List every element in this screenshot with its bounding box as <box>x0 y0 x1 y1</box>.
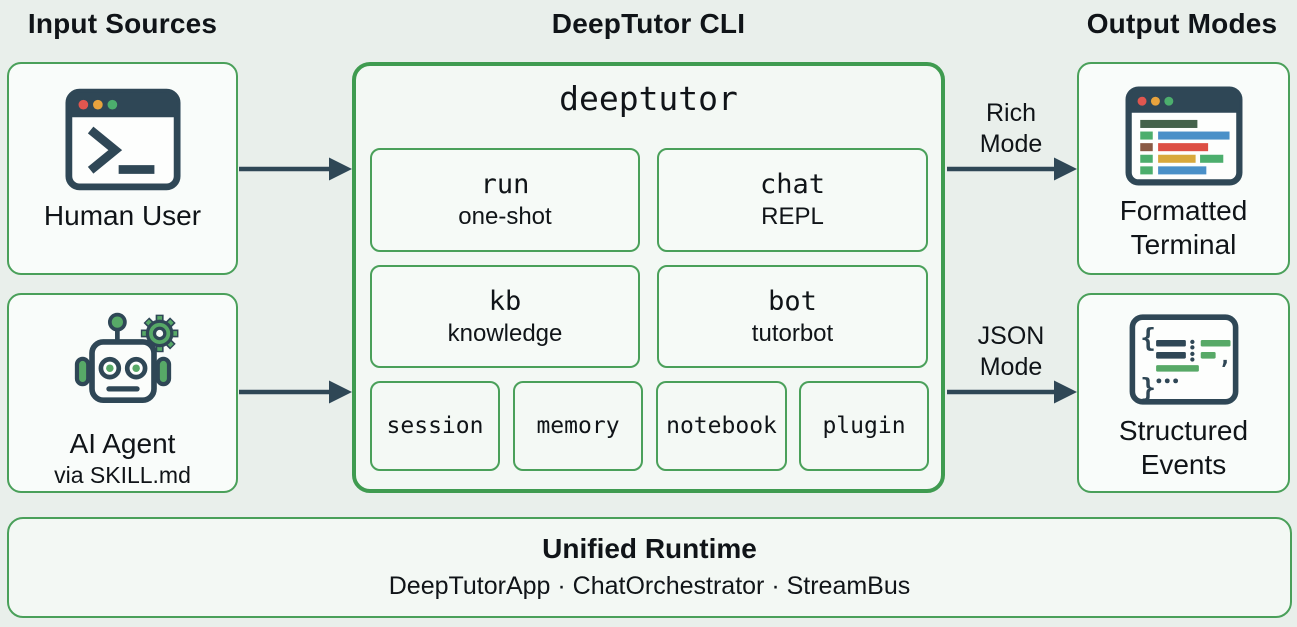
json-mode-arrow-label: JSON Mode <box>977 322 1045 381</box>
structured-events-box: { , } Structured Events <box>1077 293 1290 493</box>
terminal-window-icon <box>64 88 181 191</box>
arrow-agent-to-cli <box>239 380 352 404</box>
subcommand-label: notebook <box>666 413 777 439</box>
formatted-terminal-label: Formatted Terminal <box>1119 195 1248 261</box>
rich-mode-arrow-label: Rich Mode <box>979 99 1043 158</box>
arrow-human-to-cli <box>239 157 352 181</box>
command-subtitle: tutorbot <box>751 319 834 347</box>
gear-icon <box>140 314 178 353</box>
deeptutor-cli-box: deeptutor run one-shot chat REPL kb know… <box>352 62 945 493</box>
formatted-terminal-box: Formatted Terminal <box>1077 62 1290 275</box>
outputs-column-header: Output Modes <box>1086 8 1278 39</box>
runtime-components: DeepTutorApp · ChatOrchestrator · Stream… <box>388 572 911 600</box>
formatted-terminal-icon <box>1125 86 1242 186</box>
run-command-box: run one-shot <box>370 148 640 252</box>
memory-subcommand-box: memory <box>513 381 643 471</box>
command-name: chat <box>759 169 826 200</box>
structured-events-icon: { , } <box>1129 314 1238 405</box>
command-subtitle: knowledge <box>447 319 563 347</box>
plugin-subcommand-box: plugin <box>799 381 929 471</box>
unified-runtime-box: Unified Runtime DeepTutorApp · ChatOrche… <box>7 517 1292 618</box>
svg-text:}: } <box>1140 374 1156 404</box>
cli-title: deeptutor <box>559 79 738 118</box>
cli-column-header: DeepTutor CLI <box>551 8 746 39</box>
command-name: kb <box>488 285 522 317</box>
human-user-label: Human User <box>43 200 202 231</box>
subcommand-label: plugin <box>822 413 906 439</box>
bot-command-box: bot tutorbot <box>657 265 928 368</box>
ai-agent-sublabel: via SKILL.md <box>54 462 191 488</box>
svg-text:,: , <box>1218 344 1231 370</box>
notebook-subcommand-box: notebook <box>656 381 787 471</box>
structured-events-label: Structured Events <box>1118 415 1249 481</box>
runtime-title: Unified Runtime <box>542 533 757 564</box>
command-name: bot <box>768 285 817 317</box>
command-name: run <box>480 169 530 200</box>
command-subtitle: REPL <box>761 203 824 230</box>
inputs-column-header: Input Sources <box>27 8 218 39</box>
ai-agent-box: AI Agent via SKILL.md <box>7 293 238 493</box>
arrow-cli-to-rich-mode <box>947 157 1077 181</box>
kb-command-box: kb knowledge <box>370 265 640 368</box>
command-subtitle: one-shot <box>458 203 552 230</box>
arrow-cli-to-json-mode <box>947 380 1077 404</box>
svg-text:{: { <box>1140 323 1156 353</box>
subcommand-label: memory <box>536 413 620 439</box>
ai-agent-label: AI Agent <box>69 428 176 459</box>
subcommand-label: session <box>386 413 484 439</box>
session-subcommand-box: session <box>370 381 500 471</box>
chat-command-box: chat REPL <box>657 148 928 252</box>
robot-gear-icon <box>74 312 178 403</box>
human-user-box: Human User <box>7 62 238 275</box>
